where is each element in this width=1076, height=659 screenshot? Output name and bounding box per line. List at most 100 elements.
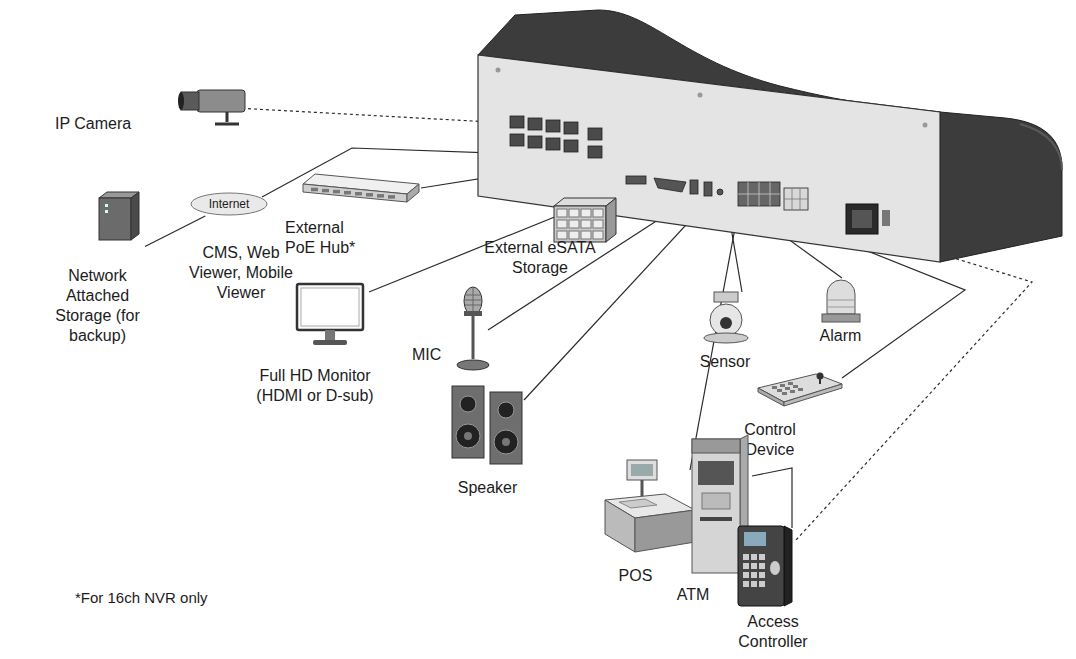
device-label: Network Attached Storage (for backup) [50,266,145,346]
network-port [528,118,542,130]
access-icon [743,563,749,569]
device-node: Access Controller [728,518,823,653]
terminal-block [784,188,808,210]
av-port [690,180,698,194]
speaker-icon [494,430,518,454]
esata-icon [569,209,579,217]
device-label: Speaker [440,478,535,498]
network-port [510,116,524,128]
power-socket [852,210,872,228]
nvr-body [1020,124,1062,170]
device-node: IP Camera [50,80,250,142]
access-icon [738,526,784,606]
access-icon [759,554,765,560]
network-port [528,136,542,148]
sensor-icon [720,317,732,329]
hub-icon [311,188,318,192]
pos-icon [627,460,657,480]
camera-icon [178,92,184,110]
device-label: POS [613,566,658,586]
sensor-icon [710,304,742,336]
network-cloud: Internet [190,192,268,216]
esata-icon [581,220,591,228]
keyboard-icon [785,387,790,390]
device-node: Network Attached Storage (for backup) [50,188,145,353]
device-node: Alarm [808,276,873,346]
access-icon [743,554,749,560]
monitor-icon [325,330,335,340]
speaker-icon [460,396,476,412]
cloud-ellipse [191,193,267,215]
atm-icon [702,493,730,509]
sensor-icon [714,292,738,302]
footnote-text: *For 16ch NVR only [75,588,295,608]
esata-icon [550,194,618,246]
device-node: POS [605,460,695,590]
cable-line [524,199,710,400]
nas-icon [99,198,131,240]
network-port [564,140,578,152]
keyboard-icon [782,392,787,395]
access-icon [751,563,757,569]
camera-icon [175,84,250,129]
mic-icon [453,285,493,373]
network-port [564,122,578,134]
keyboard-icon [790,390,795,393]
device-label: Sensor [685,352,765,372]
network-port [588,146,602,158]
network-port [510,116,602,158]
av-port [717,189,723,195]
esata-icon [554,206,606,242]
alarm-icon [820,276,862,324]
access-icon [743,572,749,578]
keyboard-icon [758,388,784,406]
nvr-body [478,10,1062,262]
device-node: External PoE Hub* [283,170,423,265]
nvr-rear-panel [478,55,940,262]
esata-icon [593,220,603,228]
access-icon [751,554,757,560]
mic-icon [464,288,482,312]
keyboard-icon [777,389,782,392]
esata-icon [557,209,567,217]
access-icon [751,572,757,578]
speaker-icon [498,402,514,418]
device-label: IP Camera [55,114,175,134]
terminal-block [784,188,808,210]
hub-icon [377,194,384,198]
esata-icon [606,198,616,242]
hub-icon [355,192,362,196]
keyboard-icon [780,384,785,387]
access-icon [759,563,765,569]
pos-icon [641,480,644,496]
access-icon [744,532,766,546]
access-icon [759,581,765,587]
atm-icon [692,439,740,453]
hub-icon [388,195,395,199]
device-label: External eSATA Storage [484,238,596,278]
av-port [626,176,723,196]
nas-icon [131,192,139,240]
hub-icon [333,190,340,194]
av-port [654,178,686,192]
power-socket [846,204,890,234]
pos-icon [619,499,657,508]
mic-icon [457,360,489,370]
speaker-icon [464,432,472,440]
alarm-icon [827,280,855,314]
keyboard-icon [784,384,842,406]
nvr-rear-panel [496,68,501,73]
hub-icon [303,172,421,212]
device-label: MIC [412,345,452,365]
terminal-block [738,182,780,206]
client-label: CMS, Web Viewer, Mobile Viewer [185,243,297,303]
speaker-icon [502,438,510,446]
speaker-icon [456,424,480,448]
device-node: Sensor [685,290,765,372]
mic-icon [472,316,475,359]
monitor-icon [301,288,359,326]
speaker-icon [450,382,526,466]
cable-line [369,184,636,292]
mic-icon [464,287,482,315]
